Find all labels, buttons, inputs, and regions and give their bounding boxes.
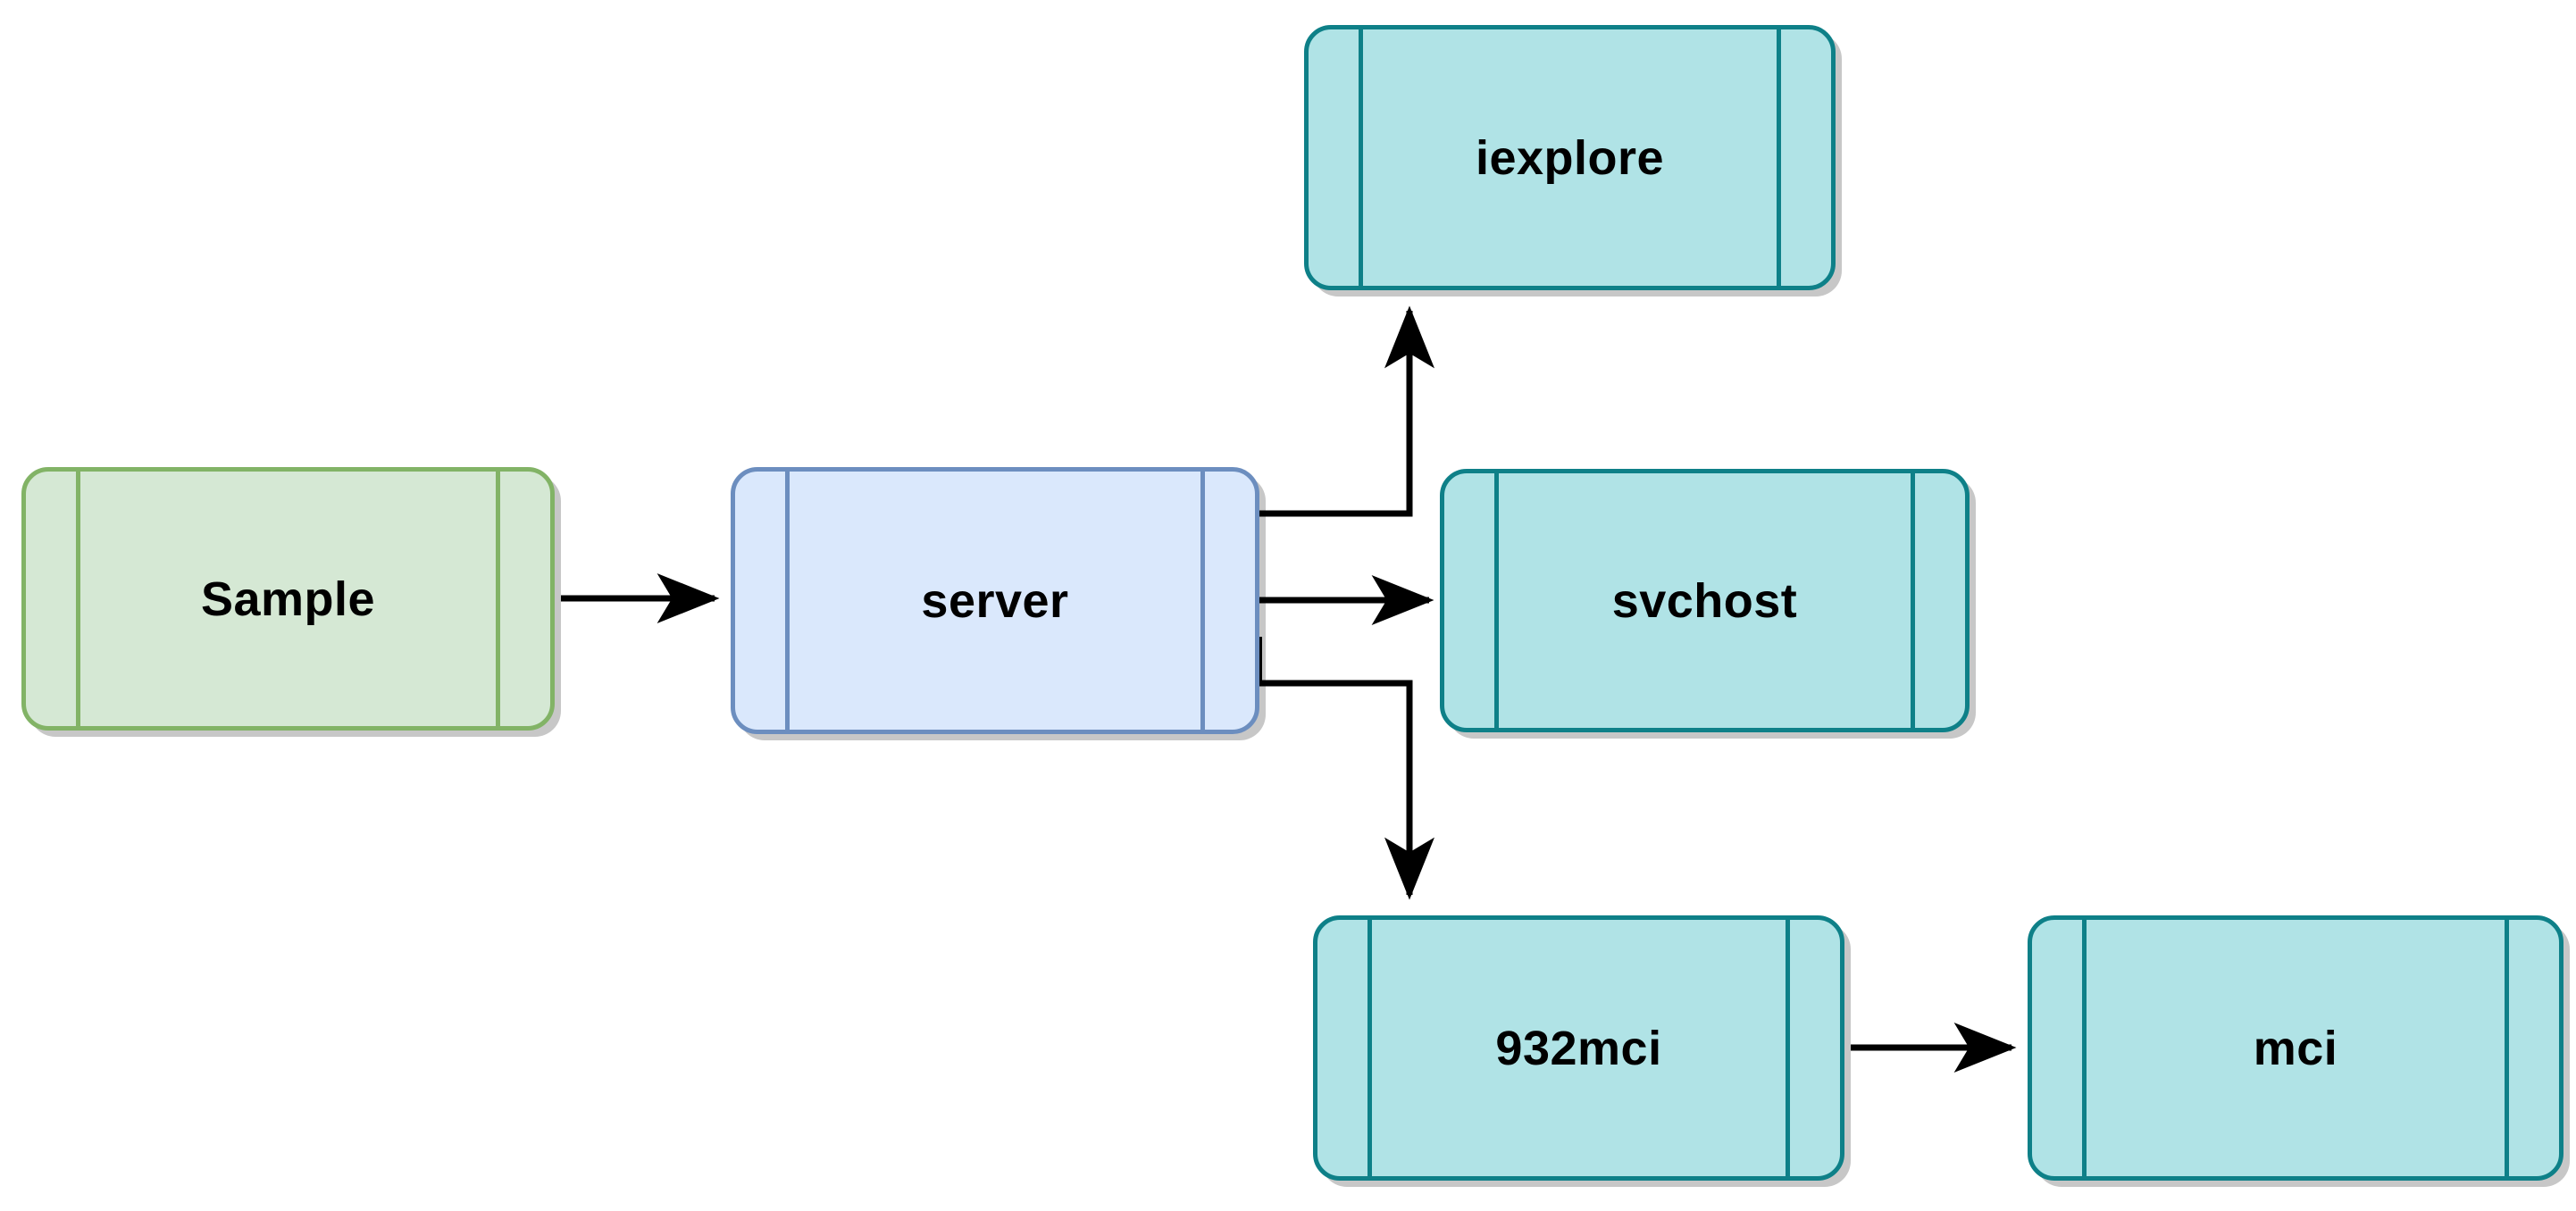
node-label-sample: Sample: [200, 572, 376, 626]
subroutine-left-bar: [2082, 915, 2087, 1181]
subroutine-left-bar: [1359, 25, 1363, 290]
subroutine-right-bar: [2505, 915, 2509, 1181]
edge-server-to-iexplore: [1259, 305, 1434, 517]
subroutine-right-bar: [1786, 915, 1790, 1181]
node-server[interactable]: server: [731, 467, 1259, 734]
subroutine-right-bar: [1911, 469, 1915, 732]
node-label-iexplore: iexplore: [1475, 130, 1665, 185]
node-label-mci: mci: [2253, 1021, 2338, 1075]
subroutine-left-bar: [1367, 915, 1372, 1181]
node-label-svchost: svchost: [1611, 573, 1798, 628]
node-label-server: server: [921, 573, 1069, 628]
subroutine-left-bar: [785, 467, 790, 734]
node-sample[interactable]: Sample: [21, 467, 555, 731]
subroutine-left-bar: [76, 467, 80, 731]
node-932mci[interactable]: 932mci: [1313, 915, 1844, 1181]
subroutine-right-bar: [1200, 467, 1205, 734]
node-svchost[interactable]: svchost: [1440, 469, 1970, 732]
edge-server-to-932mci: [1253, 637, 1434, 900]
subroutine-right-bar: [496, 467, 500, 731]
node-label-932mci: 932mci: [1495, 1021, 1662, 1075]
subroutine-left-bar: [1494, 469, 1499, 732]
node-mci[interactable]: mci: [2028, 915, 2563, 1181]
node-iexplore[interactable]: iexplore: [1304, 25, 1836, 290]
subroutine-right-bar: [1777, 25, 1781, 290]
